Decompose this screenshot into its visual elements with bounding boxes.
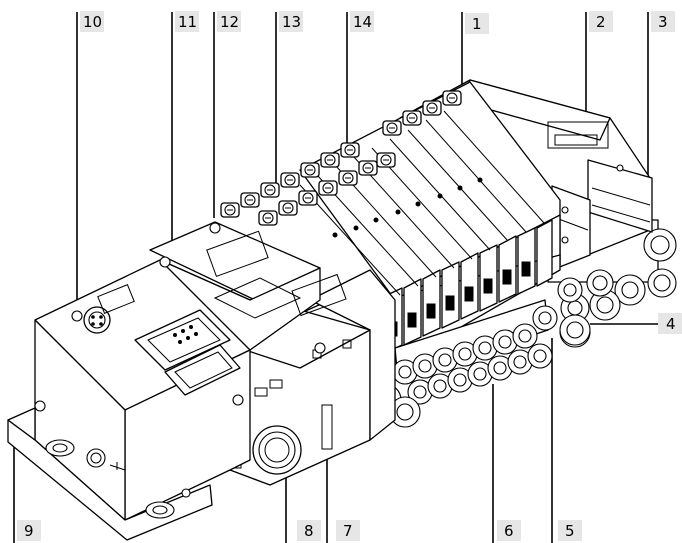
callout-2: 2 xyxy=(589,11,613,32)
callout-12: 12 xyxy=(217,11,241,32)
svg-text:7: 7 xyxy=(343,522,353,540)
callout-11: 11 xyxy=(175,11,199,32)
svg-text:4: 4 xyxy=(666,315,676,333)
sub-d-connector-2 xyxy=(164,344,241,396)
svg-text:1: 1 xyxy=(472,15,482,33)
m12-socket xyxy=(83,306,111,334)
callout-9: 9 xyxy=(17,520,41,541)
supply-plug-connector xyxy=(252,425,302,475)
svg-text:2: 2 xyxy=(596,13,606,31)
callout-14: 14 xyxy=(350,11,374,32)
callout-13: 13 xyxy=(279,11,303,32)
sub-d-connector xyxy=(134,309,231,371)
callout-7: 7 xyxy=(336,520,360,541)
callout-5: 5 xyxy=(558,520,582,541)
svg-text:12: 12 xyxy=(220,13,239,31)
electrical-interface-module xyxy=(229,269,396,486)
svg-text:10: 10 xyxy=(83,13,102,31)
svg-text:5: 5 xyxy=(565,522,575,540)
mounting-base-plate xyxy=(7,407,213,541)
svg-text:9: 9 xyxy=(24,522,34,540)
bus-node-module xyxy=(34,221,347,521)
callout-labels: 10 11 12 13 14 1 2 3 xyxy=(17,11,682,541)
valve-manifold xyxy=(299,81,561,366)
manual-override-buttons xyxy=(220,90,462,226)
svg-text:11: 11 xyxy=(178,13,197,31)
callout-10: 10 xyxy=(80,11,104,32)
svg-text:6: 6 xyxy=(504,522,514,540)
callout-3: 3 xyxy=(651,11,675,32)
callout-1: 1 xyxy=(465,13,489,34)
svg-text:13: 13 xyxy=(282,13,301,31)
svg-text:14: 14 xyxy=(353,13,372,31)
callout-6: 6 xyxy=(497,520,521,541)
callout-4: 4 xyxy=(658,313,682,334)
svg-text:8: 8 xyxy=(304,522,314,540)
svg-text:3: 3 xyxy=(658,13,668,31)
callout-8: 8 xyxy=(297,520,321,541)
